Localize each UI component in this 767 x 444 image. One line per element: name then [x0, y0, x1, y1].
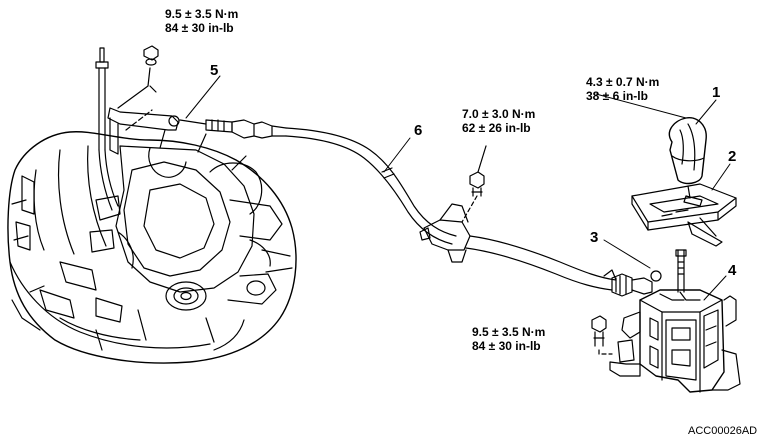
leader-lines — [185, 75, 731, 301]
figure-code: ACC00026AD — [688, 425, 758, 437]
callout-2: 2 — [728, 148, 737, 165]
top-bolt — [117, 45, 159, 109]
torque-label-top: 9.5 ± 3.5 N·m 84 ± 30 in-lb — [165, 7, 239, 36]
torque-value-nm: 4.3 ± 0.7 N·m — [586, 75, 660, 89]
indicator-panel — [631, 183, 737, 247]
shift-cable — [179, 119, 662, 297]
bracket-bolt — [461, 145, 487, 223]
torque-value-nm: 9.5 ± 3.5 N·m — [472, 325, 546, 339]
torque-value-inlb: 62 ± 26 in-lb — [462, 120, 531, 135]
leader-dashed — [125, 109, 153, 131]
torque-value-inlb: 84 ± 30 in-lb — [165, 20, 234, 35]
lever-bolt — [591, 315, 613, 355]
torque-label-bracket: 7.0 ± 3.0 N·m 62 ± 26 in-lb — [462, 107, 536, 136]
shift-knob — [668, 117, 707, 199]
transaxle — [7, 129, 297, 364]
torque-value-inlb: 84 ± 30 in-lb — [472, 338, 541, 353]
callout-1: 1 — [712, 84, 721, 101]
callout-5: 5 — [210, 62, 219, 79]
callout-3: 3 — [590, 229, 599, 246]
transaxle-rod — [95, 47, 119, 211]
transaxle-lever — [107, 107, 180, 155]
torque-label-knob: 4.3 ± 0.7 N·m 38 ± 6 in-lb — [586, 75, 660, 104]
callout-6: 6 — [414, 122, 423, 139]
shift-lever-assembly — [609, 249, 741, 393]
torque-value-nm: 7.0 ± 3.0 N·m — [462, 107, 536, 121]
torque-label-lever-bolt: 9.5 ± 3.5 N·m 84 ± 30 in-lb — [472, 325, 546, 354]
torque-value-nm: 9.5 ± 3.5 N·m — [165, 7, 239, 21]
torque-value-inlb: 38 ± 6 in-lb — [586, 88, 648, 103]
callout-4: 4 — [728, 262, 737, 279]
